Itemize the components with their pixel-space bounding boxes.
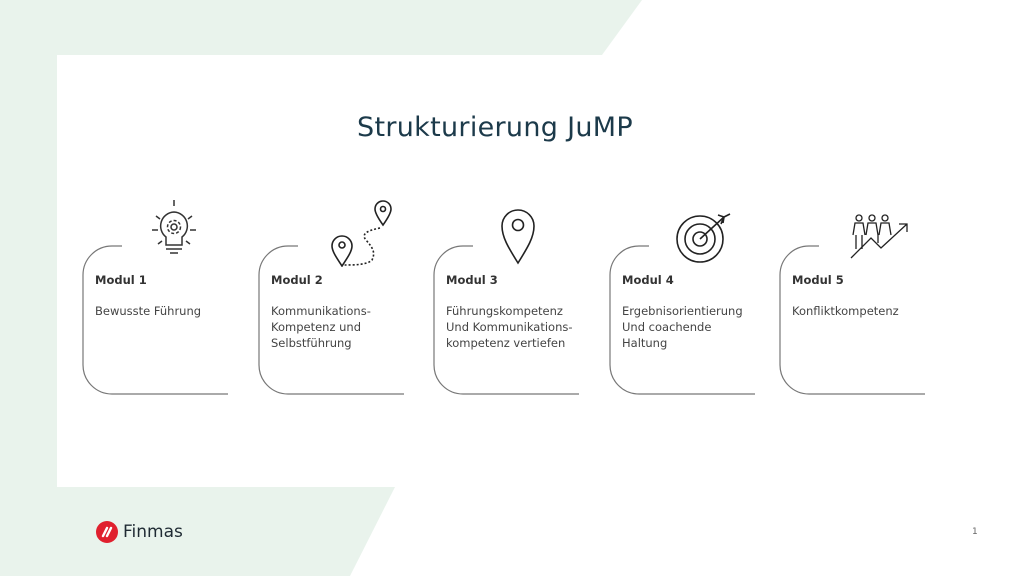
- brand-logo: Finmas: [96, 521, 183, 543]
- module-title: Modul 1: [95, 273, 147, 287]
- module-card: Modul 5 Konfliktkompetenz: [779, 245, 929, 395]
- team-growth-icon: [850, 214, 908, 259]
- module-title: Modul 2: [271, 273, 323, 287]
- map-pin-icon: [501, 209, 535, 265]
- module-card: Modul 4 Ergebnisorientierung Und coachen…: [609, 245, 759, 395]
- route-pins-icon: [331, 200, 392, 267]
- target-arrow-icon: [676, 213, 731, 263]
- module-title: Modul 5: [792, 273, 844, 287]
- card-frame: [82, 245, 228, 395]
- module-description: Bewusste Führung: [95, 304, 202, 318]
- page-title: Strukturierung JuMP: [357, 112, 633, 143]
- page-number: 1: [972, 527, 978, 537]
- module-description: Konfliktkompetenz: [792, 304, 899, 318]
- card-frame: [779, 245, 925, 395]
- module-description: Ergebnisorientierung Und coachende Haltu…: [622, 304, 743, 350]
- module-description: Kommunikations- Kompetenz und Selbstführ…: [271, 304, 371, 350]
- module-card: Modul 1 Bewusste Führung: [82, 245, 232, 395]
- card-frame: [258, 245, 404, 395]
- brand-name: Finmas: [123, 522, 183, 542]
- lightbulb-gear-icon: [152, 200, 196, 254]
- module-title: Modul 3: [446, 273, 498, 287]
- finmas-logo-icon: [96, 521, 118, 543]
- module-description: Führungskompetenz Und Kommunikations- ko…: [446, 304, 573, 350]
- module-title: Modul 4: [622, 273, 674, 287]
- module-card: Modul 3 Führungskompetenz Und Kommunikat…: [433, 245, 583, 395]
- card-frame: [609, 245, 755, 395]
- card-frame: [433, 245, 579, 395]
- module-card: Modul 2 Kommunikations- Kompetenz und Se…: [258, 245, 408, 395]
- content-panel: [57, 55, 1024, 487]
